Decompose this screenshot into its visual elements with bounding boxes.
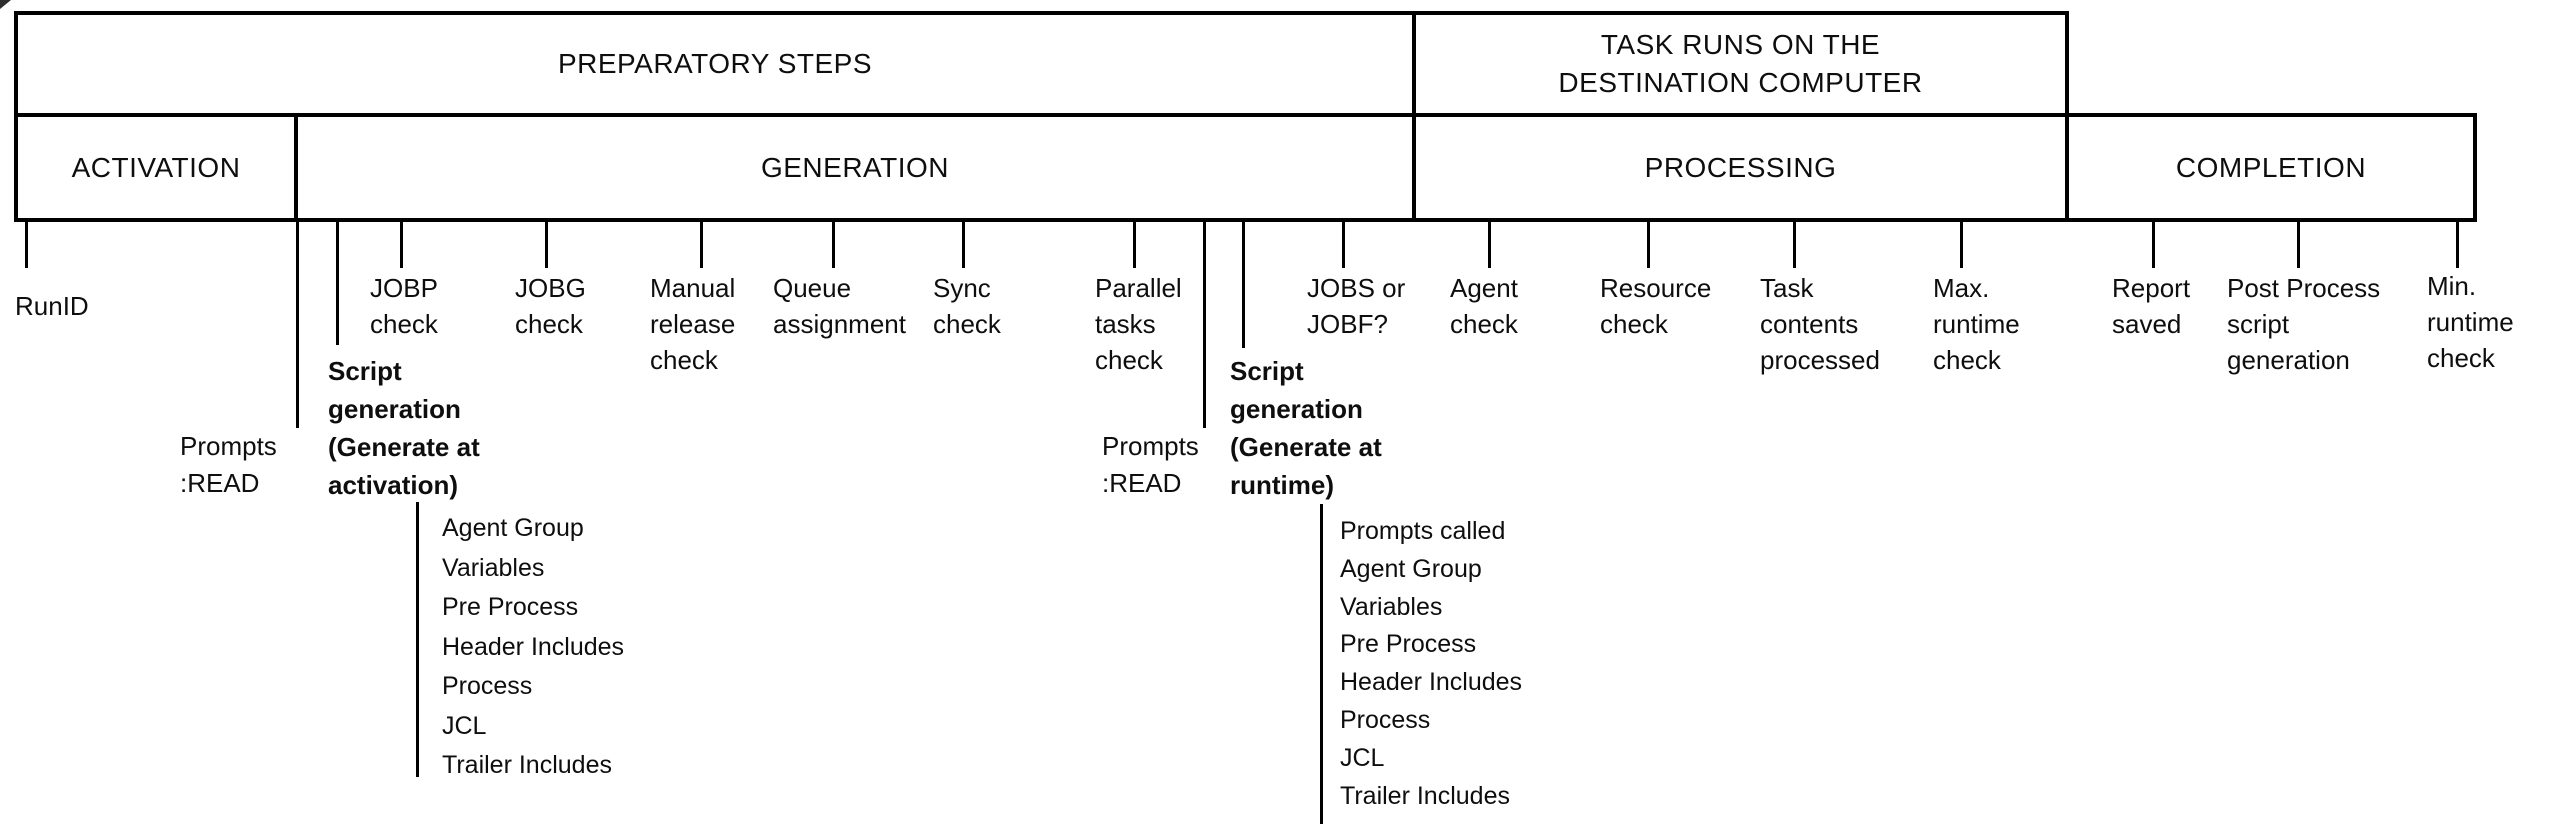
tick-jobg-check (545, 222, 548, 268)
tick-min-runtime-check (2456, 222, 2459, 268)
tick-resource-check (1647, 222, 1650, 268)
tick-sync-check (962, 222, 965, 268)
step-label-max-runtime-check: Max. runtime check (1933, 273, 2020, 375)
sublist-activation-script-items: Agent Group Variables Pre Process Header… (442, 509, 624, 786)
tick-task-contents-processed (1793, 222, 1796, 268)
tick-manual-release-check (700, 222, 703, 268)
tick-parallel-tasks-check (1133, 222, 1136, 268)
phase-box-generation: GENERATION (294, 113, 1416, 222)
phase-box-preparatory-steps: PREPARATORY STEPS (14, 11, 1416, 117)
step-label-script-generation-runtime: Script generation (Generate at runtime) (1230, 356, 1382, 500)
step-label-sync-check: Sync check (933, 273, 1001, 339)
sublist-item: Variables (1340, 592, 1443, 621)
tick-max-runtime-check (1960, 222, 1963, 268)
tick-prompts-read-activation (296, 222, 299, 428)
subline-activation-script-items (416, 502, 419, 777)
step-label-agent-check: Agent check (1450, 273, 1518, 339)
step-label-prompts-read-runtime: Prompts :READ (1102, 431, 1199, 498)
corner-artifact (0, 0, 11, 9)
tick-prompts-read-runtime (1203, 222, 1206, 428)
phase-box-activation: ACTIVATION (14, 113, 298, 222)
sublist-item: Process (1340, 705, 1431, 734)
tick-report-saved (2152, 222, 2155, 268)
sublist-item: Header Includes (442, 632, 625, 661)
tick-runid (25, 222, 28, 268)
step-label-jobs-or-jobf: JOBS or JOBF? (1307, 273, 1406, 339)
tick-script-generation-runtime (1242, 222, 1245, 348)
step-label-jobp-check: JOBP check (370, 273, 438, 339)
sublist-item: Process (442, 672, 533, 700)
tick-script-generation-activation (336, 222, 339, 345)
phase-label-completion: COMPLETION (2175, 151, 2367, 183)
tick-jobp-check (400, 222, 403, 268)
phase-box-task-runs-destination: TASK RUNS ON THE DESTINATION COMPUTER (1412, 11, 2069, 117)
phase-label-processing: PROCESSING (1644, 151, 1837, 183)
phase-box-processing: PROCESSING (1412, 113, 2069, 222)
sublist-item: Pre Process (442, 593, 579, 621)
step-label-report-saved: Report saved (2112, 273, 2191, 339)
sublist-item: JCL (1340, 743, 1385, 772)
sublist-item: Trailer Includes (442, 751, 612, 779)
step-label-task-contents-processed: Task contents processed (1760, 273, 1880, 375)
subline-runtime-script-items (1320, 504, 1323, 824)
step-label-min-runtime-check: Min. runtime check (2427, 271, 2514, 373)
sublist-item: Prompts called (1340, 517, 1506, 545)
step-label-manual-release-check: Manual release check (650, 273, 736, 375)
sublist-item: Pre Process (1340, 630, 1477, 659)
sublist-item: Trailer Includes (1340, 781, 1510, 810)
tick-agent-check (1488, 222, 1491, 268)
phase-label-preparatory-steps: PREPARATORY STEPS (557, 48, 872, 79)
step-label-prompts-read-activation: Prompts :READ (180, 431, 277, 498)
step-label-jobg-check: JOBG check (515, 273, 586, 339)
sublist-item: Agent Group (442, 514, 584, 542)
phase-label-activation: ACTIVATION (71, 151, 241, 183)
sublist-item: Agent Group (1340, 554, 1482, 583)
step-label-resource-check: Resource check (1600, 273, 1712, 339)
phase-box-completion: COMPLETION (2065, 113, 2477, 222)
tick-jobs-or-jobf (1342, 222, 1345, 268)
step-label-post-process-script-generation: Post Process script generation (2227, 273, 2381, 375)
sublist-runtime-script-items: Prompts called Agent Group Variables Pre… (1340, 513, 1522, 815)
step-label-script-generation-activation: Script generation (Generate at activatio… (328, 356, 480, 500)
tick-queue-assignment (832, 222, 835, 268)
phase-label-task-runs-destination: TASK RUNS ON THE DESTINATION COMPUTER (1558, 29, 1923, 98)
step-label-runid: RunID (15, 291, 89, 321)
tick-post-process-script-generation (2297, 222, 2300, 268)
sublist-item: Variables (442, 553, 545, 582)
sublist-item: JCL (442, 711, 487, 740)
phase-label-generation: GENERATION (760, 151, 950, 183)
step-label-parallel-tasks-check: Parallel tasks check (1095, 273, 1182, 375)
sublist-item: Header Includes (1340, 668, 1523, 697)
step-label-queue-assignment: Queue assignment (773, 273, 906, 339)
